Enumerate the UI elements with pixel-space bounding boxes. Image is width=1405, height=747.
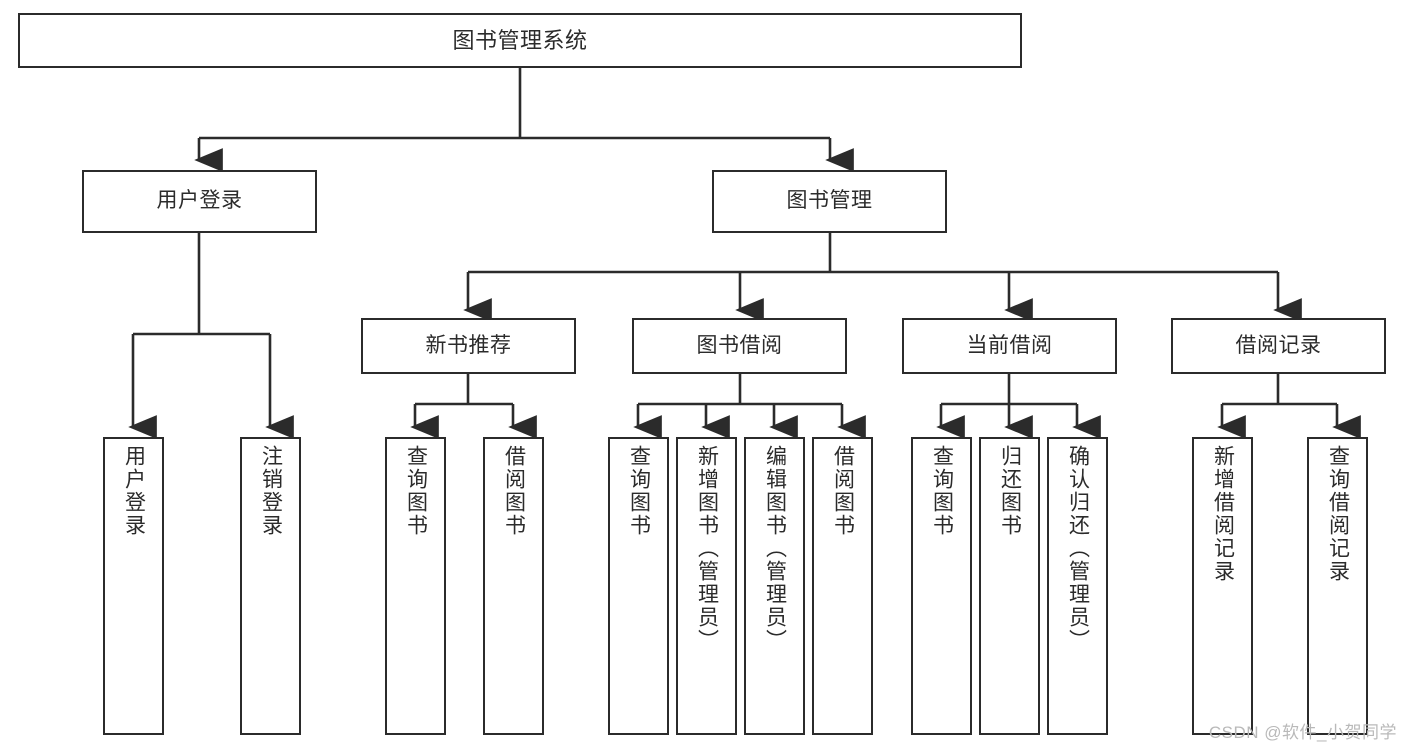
node-leaf-borrow-book-2[interactable]: 借阅图书 bbox=[812, 437, 873, 735]
node-borrow-record[interactable]: 借阅记录 bbox=[1171, 318, 1386, 374]
node-leaf-borrow-book-2-label: 借阅图书 bbox=[831, 445, 855, 537]
node-leaf-confirm-return-label: 确认归还（管理员） bbox=[1066, 445, 1090, 652]
node-leaf-query-book-1-label: 查询图书 bbox=[404, 445, 428, 537]
node-borrow-record-label: 借阅记录 bbox=[1235, 333, 1322, 357]
node-leaf-return-book[interactable]: 归还图书 bbox=[979, 437, 1040, 735]
node-user-login-label: 用户登录 bbox=[156, 189, 243, 213]
node-book-borrow[interactable]: 图书借阅 bbox=[632, 318, 847, 374]
node-leaf-borrow-book-1[interactable]: 借阅图书 bbox=[483, 437, 544, 735]
node-leaf-edit-book-label: 编辑图书（管理员） bbox=[763, 445, 787, 652]
node-leaf-add-book-label: 新增图书（管理员） bbox=[695, 445, 719, 652]
node-leaf-add-record-label: 新增借阅记录 bbox=[1211, 445, 1235, 583]
node-leaf-user-login[interactable]: 用户登录 bbox=[103, 437, 164, 735]
node-current-borrow-label: 当前借阅 bbox=[966, 333, 1053, 357]
node-leaf-query-book-2[interactable]: 查询图书 bbox=[608, 437, 669, 735]
node-leaf-query-book-3-label: 查询图书 bbox=[930, 445, 954, 537]
node-leaf-query-record-label: 查询借阅记录 bbox=[1326, 445, 1350, 583]
node-root-label: 图书管理系统 bbox=[452, 27, 588, 53]
node-new-book-recommend[interactable]: 新书推荐 bbox=[361, 318, 576, 374]
node-current-borrow[interactable]: 当前借阅 bbox=[902, 318, 1117, 374]
node-leaf-query-book-2-label: 查询图书 bbox=[627, 445, 651, 537]
node-leaf-user-logout[interactable]: 注销登录 bbox=[240, 437, 301, 735]
node-leaf-user-logout-label: 注销登录 bbox=[259, 445, 283, 537]
node-leaf-add-book[interactable]: 新增图书（管理员） bbox=[676, 437, 737, 735]
node-leaf-confirm-return[interactable]: 确认归还（管理员） bbox=[1047, 437, 1108, 735]
node-leaf-query-book-3[interactable]: 查询图书 bbox=[911, 437, 972, 735]
node-user-login[interactable]: 用户登录 bbox=[82, 170, 317, 233]
node-leaf-edit-book[interactable]: 编辑图书（管理员） bbox=[744, 437, 805, 735]
node-leaf-query-record[interactable]: 查询借阅记录 bbox=[1307, 437, 1368, 735]
node-leaf-borrow-book-1-label: 借阅图书 bbox=[502, 445, 526, 537]
node-leaf-user-login-label: 用户登录 bbox=[122, 445, 146, 537]
node-leaf-return-book-label: 归还图书 bbox=[998, 445, 1022, 537]
node-leaf-query-book-1[interactable]: 查询图书 bbox=[385, 437, 446, 735]
node-new-book-recommend-label: 新书推荐 bbox=[425, 333, 512, 357]
node-leaf-add-record[interactable]: 新增借阅记录 bbox=[1192, 437, 1253, 735]
node-root[interactable]: 图书管理系统 bbox=[18, 13, 1022, 68]
node-book-management-label: 图书管理 bbox=[786, 189, 873, 213]
node-book-management[interactable]: 图书管理 bbox=[712, 170, 947, 233]
node-book-borrow-label: 图书借阅 bbox=[696, 333, 783, 357]
